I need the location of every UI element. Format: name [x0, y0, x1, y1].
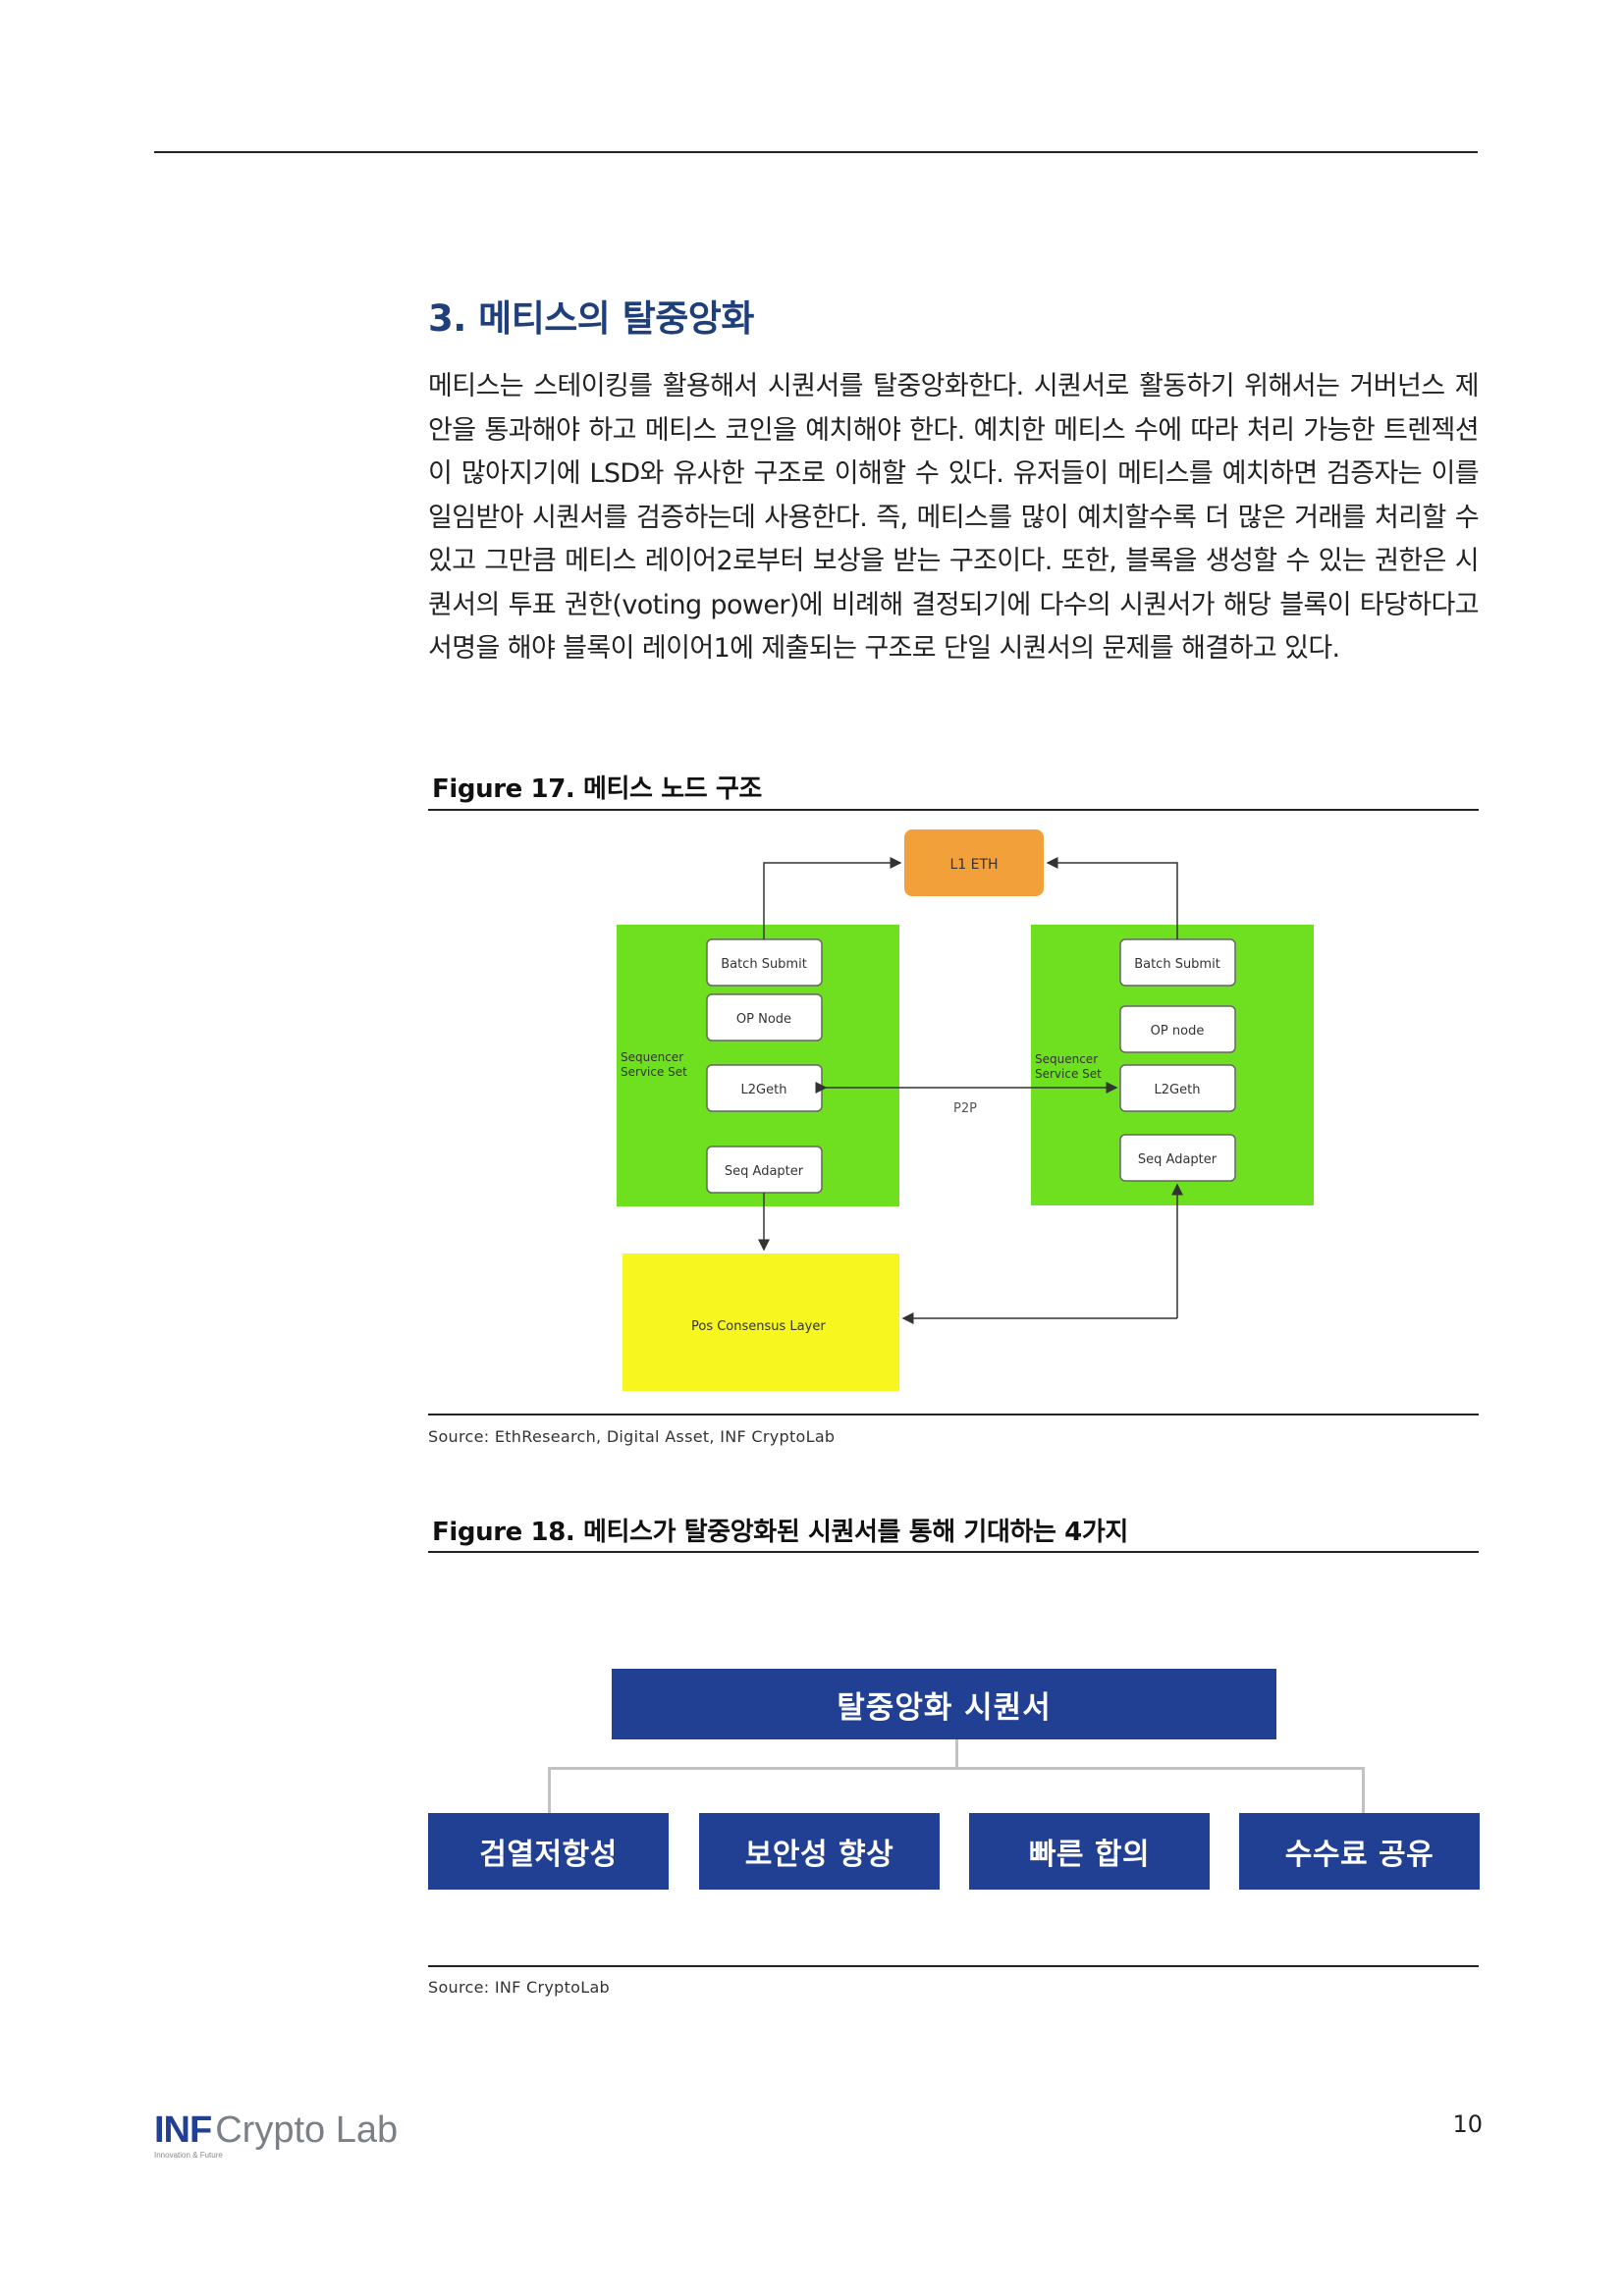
benefit-fee-sharing: 수수료 공유: [1239, 1813, 1480, 1890]
right-set-label-1: Sequencer: [1035, 1052, 1098, 1066]
top-rule: [154, 151, 1478, 153]
connector-bar: [548, 1767, 1363, 1770]
page-number: 10: [1452, 2110, 1483, 2138]
left-batch-submit-label: Batch Submit: [721, 957, 807, 972]
right-to-l1-arrow: [1046, 857, 1178, 939]
p2p-label: P2P: [953, 1101, 977, 1116]
left-l2geth-label: L2Geth: [741, 1083, 787, 1097]
figure-18-bottom-rule: [428, 1965, 1479, 1967]
metis-node-diagram: L1 ETH Sequencer Service Set Sequencer S…: [428, 815, 1479, 1404]
figure-17-source: Source: EthResearch, Digital Asset, INF …: [428, 1427, 836, 1446]
decentralized-sequencer-box: 탈중앙화 시퀀서: [612, 1669, 1276, 1739]
pos-consensus-layer: [623, 1254, 899, 1391]
logo-inf: INF: [154, 2109, 212, 2151]
left-set-label-1: Sequencer: [621, 1050, 683, 1064]
right-l2geth-label: L2Geth: [1155, 1083, 1201, 1097]
right-seq-adapter-box: [1119, 1134, 1236, 1182]
logo-cryptolab: Crypto Lab: [215, 2109, 399, 2151]
right-op-node-box: [1119, 1005, 1236, 1053]
connector-drop-4: [1362, 1767, 1365, 1813]
figure-18-caption: Figure 18. 메티스가 탈중앙화된 시퀀서를 통해 기대하는 4가지: [432, 1518, 1128, 1547]
l1-eth-label: L1 ETH: [949, 857, 998, 873]
left-to-l1-arrow: [763, 857, 902, 939]
diagram-svg: L1 ETH Sequencer Service Set Sequencer S…: [617, 829, 1314, 1391]
benefit-fast-consensus: 빠른 합의: [969, 1813, 1210, 1890]
body-paragraph: 메티스는 스테이킹를 활용해서 시퀀서를 탈중앙화한다. 시퀀서로 활동하기 위…: [428, 371, 1480, 664]
right-op-node-label: OP node: [1151, 1024, 1205, 1039]
figure-17-top-rule: [428, 809, 1479, 811]
section-title: 3. 메티스의 탈중앙화: [428, 297, 754, 340]
right-batch-submit-label: Batch Submit: [1134, 957, 1220, 972]
figure-18-top-rule: [428, 1551, 1479, 1553]
left-seq-adapter-label: Seq Adapter: [725, 1164, 804, 1179]
pos-consensus-label: Pos Consensus Layer: [691, 1319, 826, 1334]
right-seq-adapter-label: Seq Adapter: [1138, 1152, 1218, 1167]
logo-tagline: Innovation & Future: [154, 2151, 223, 2160]
right-set-label-2: Service Set: [1035, 1067, 1102, 1081]
figure-18-source: Source: INF CryptoLab: [428, 1978, 611, 1997]
connector-drop-1: [548, 1767, 551, 1813]
benefit-security: 보안성 향상: [699, 1813, 940, 1890]
benefit-censorship-resistance: 검열저항성: [428, 1813, 669, 1890]
left-set-label-2: Service Set: [621, 1065, 687, 1079]
right-l2geth-box: [1119, 1064, 1236, 1112]
l1-eth-box: [904, 829, 1044, 896]
connector-stem: [955, 1739, 958, 1769]
figure-17-bottom-rule: [428, 1414, 1479, 1415]
left-op-node-box: [706, 993, 823, 1041]
figure-17-caption: Figure 17. 메티스 노드 구조: [432, 774, 762, 804]
left-op-node-label: OP Node: [736, 1012, 791, 1027]
